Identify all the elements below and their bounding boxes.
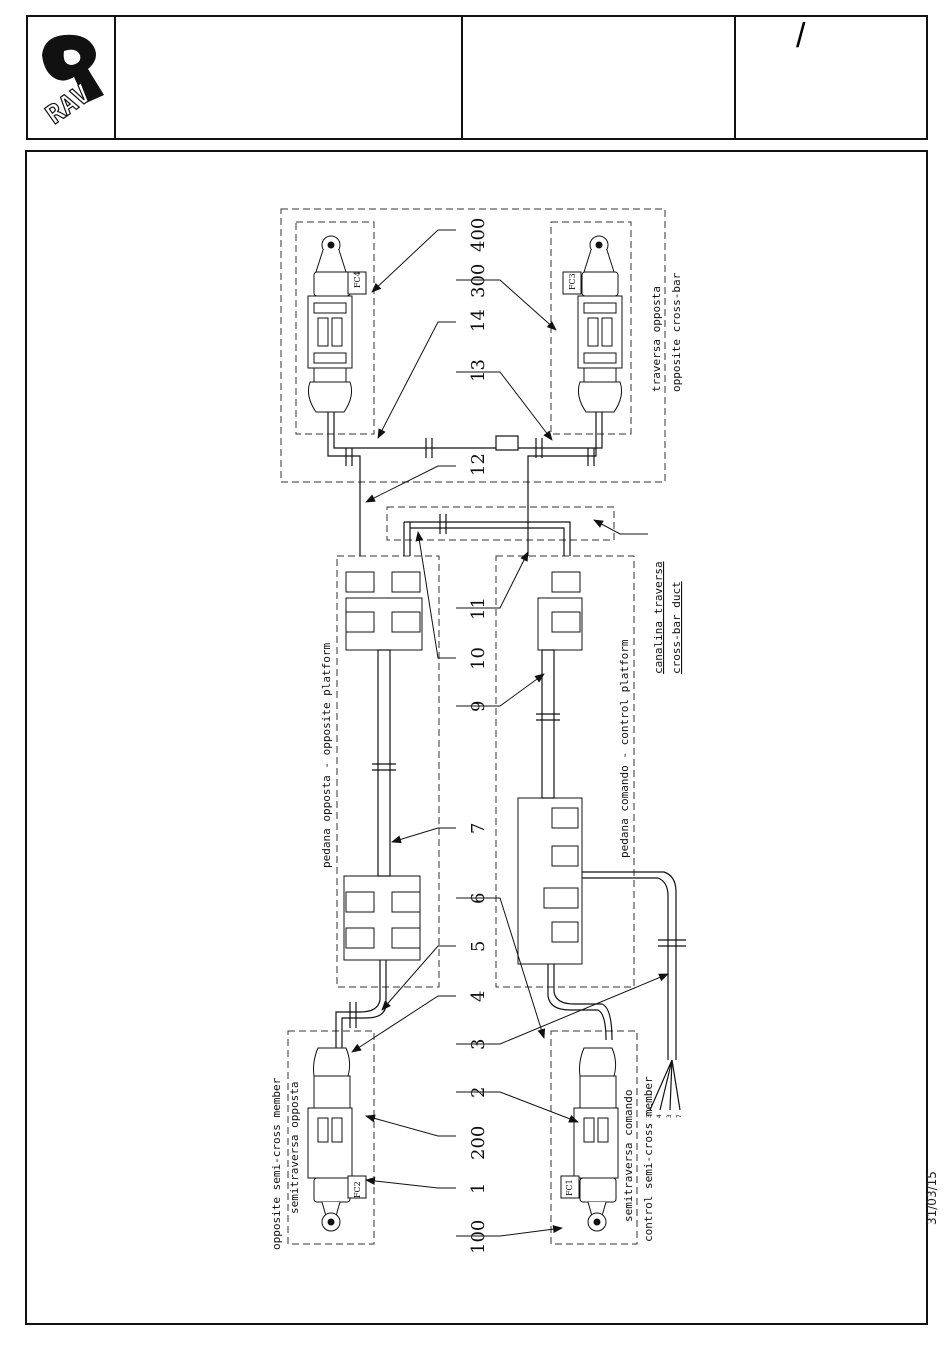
callout-12: 12 bbox=[468, 453, 489, 476]
callout-100: 100 bbox=[468, 1220, 489, 1254]
fc1-label: FC1 bbox=[565, 1179, 574, 1196]
description-cell bbox=[461, 17, 734, 138]
wire-number: 7 bbox=[676, 1114, 683, 1118]
callout-300: 300 bbox=[468, 264, 489, 298]
fc4-switch bbox=[307, 235, 367, 413]
cross-bar-box bbox=[280, 208, 666, 483]
fc2-switch bbox=[307, 1047, 367, 1232]
duct-label-en: cross-bar duct bbox=[670, 581, 683, 674]
cross-bar-label-en: opposite cross-bar bbox=[670, 272, 683, 392]
wire-number: 4 bbox=[656, 1114, 663, 1118]
callout-13: 13 bbox=[468, 359, 489, 382]
semi-cross-opposite-it: semitraversa opposta bbox=[288, 1082, 301, 1214]
opposite-platform-connectors bbox=[343, 571, 423, 961]
control-platform-label: pedana comando - control platform bbox=[618, 639, 631, 858]
callout-10: 10 bbox=[468, 647, 489, 670]
callout-400: 400 bbox=[468, 218, 489, 252]
callout-4: 4 bbox=[468, 991, 489, 1002]
fc2-box bbox=[287, 1030, 375, 1245]
callout-11: 11 bbox=[468, 597, 489, 620]
cross-bar-label-it: traversa opposta bbox=[650, 286, 663, 392]
rav-logo: RAV bbox=[34, 25, 114, 133]
cable-wire-numbers: 3 4 3 7 bbox=[646, 1114, 683, 1118]
callout-200: 200 bbox=[468, 1126, 489, 1160]
callout-2: 2 bbox=[468, 1087, 489, 1098]
callout-1: 1 bbox=[468, 1183, 489, 1194]
callout-14: 14 bbox=[468, 309, 489, 332]
callout-7: 7 bbox=[468, 823, 489, 834]
wire-number: 3 bbox=[646, 1114, 653, 1118]
title-cell bbox=[114, 17, 461, 138]
title-block: RAV / bbox=[26, 15, 928, 140]
duct-box bbox=[386, 506, 615, 541]
duct-label-it: canalina traversa bbox=[652, 561, 665, 674]
fc4-box bbox=[295, 221, 375, 435]
semi-cross-control-en: control semi-cross member bbox=[642, 1076, 655, 1242]
revision-cell: / bbox=[734, 17, 928, 138]
fc2-label: FC2 bbox=[353, 1181, 362, 1198]
callout-5: 5 bbox=[468, 941, 489, 952]
opposite-platform-box bbox=[336, 555, 440, 988]
drawing-frame bbox=[25, 150, 928, 1325]
opposite-platform-label: pedana opposta - opposite platform bbox=[320, 642, 333, 868]
wire-number: 3 bbox=[666, 1114, 673, 1118]
revision-mark: / bbox=[796, 17, 806, 55]
semi-cross-opposite-en: opposite semi-cross member bbox=[270, 1077, 283, 1250]
fc3-label: FC3 bbox=[568, 273, 577, 290]
fc4-label: FC4 bbox=[353, 271, 362, 288]
control-platform-connectors bbox=[517, 571, 583, 965]
control-platform-box bbox=[495, 555, 635, 988]
callout-3: 3 bbox=[468, 1039, 489, 1050]
fc3-switch bbox=[562, 235, 623, 413]
semi-cross-control-it: semitraversa comando bbox=[622, 1090, 635, 1222]
callout-6: 6 bbox=[468, 893, 489, 904]
callout-9: 9 bbox=[468, 701, 489, 712]
fc1-switch bbox=[560, 1047, 619, 1232]
fc1-box bbox=[550, 1030, 638, 1245]
